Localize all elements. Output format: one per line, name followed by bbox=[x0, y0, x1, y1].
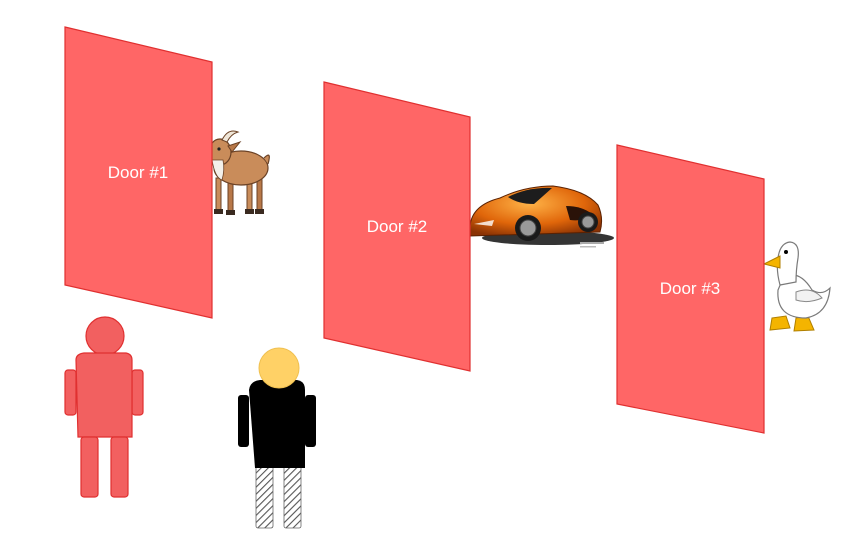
contestant-right-leg bbox=[283, 465, 302, 529]
contestant-torso bbox=[249, 380, 305, 468]
goat-icon bbox=[208, 130, 270, 215]
host-left-arm bbox=[64, 369, 77, 416]
door-2-label: Door #2 bbox=[367, 217, 427, 236]
contestant-head bbox=[258, 347, 300, 389]
host-figure bbox=[64, 316, 144, 498]
door-1-label: Door #1 bbox=[108, 163, 168, 182]
door-1[interactable]: Door #1 bbox=[64, 26, 213, 319]
door-2[interactable]: Door #2 bbox=[323, 81, 471, 372]
host-left-leg bbox=[80, 436, 99, 498]
contestant-right-arm bbox=[305, 395, 316, 447]
contestant-figure bbox=[238, 347, 316, 529]
contestant-left-arm bbox=[238, 395, 249, 447]
door-3-label: Door #3 bbox=[660, 279, 720, 298]
host-right-arm bbox=[131, 369, 144, 416]
contestant-left-leg bbox=[255, 465, 274, 529]
duck-icon bbox=[762, 241, 831, 332]
host-head bbox=[85, 316, 125, 356]
host-torso bbox=[75, 352, 133, 438]
door-3[interactable]: Door #3 bbox=[616, 144, 765, 434]
sports-car-icon bbox=[469, 185, 614, 248]
host-right-leg bbox=[110, 436, 129, 498]
